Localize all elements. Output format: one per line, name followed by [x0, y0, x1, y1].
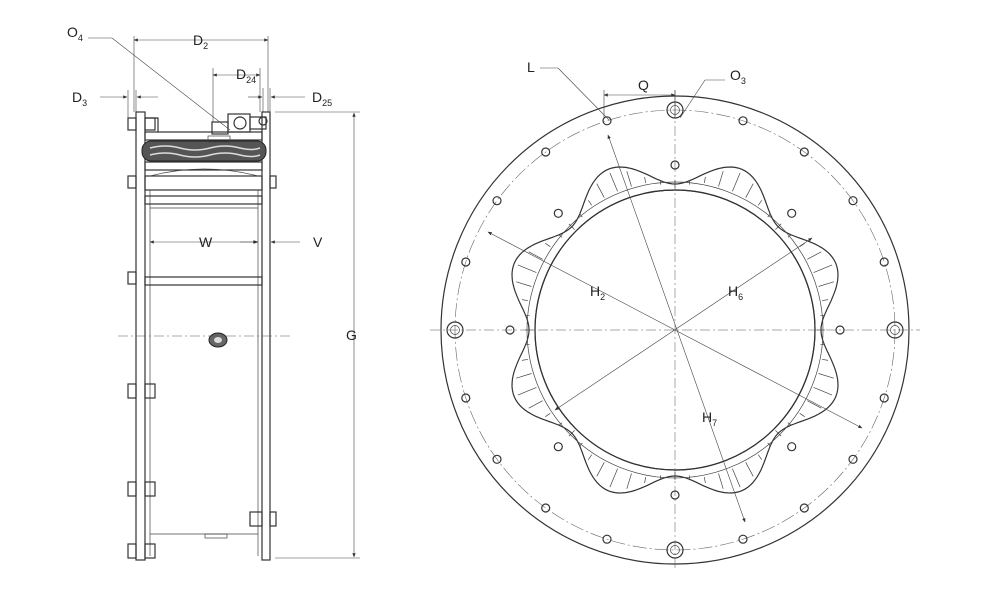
rib [528, 400, 543, 409]
inner-bolt-hole [553, 208, 563, 218]
rib [596, 462, 605, 477]
dimension-labels: O4 D2 D24 D3 D25 W V G L Q O3 H2 H6 H7 [67, 24, 746, 428]
inner-bolt-hole [787, 442, 797, 452]
rib [758, 454, 762, 460]
inner-bolt-hole [553, 442, 563, 452]
rib [745, 183, 754, 198]
inner-bolt-hole [787, 208, 797, 218]
rib [807, 251, 822, 260]
rib [775, 223, 782, 230]
rib [822, 299, 829, 302]
elastic-band [141, 140, 267, 162]
label-q: Q [638, 77, 649, 93]
rib [521, 358, 528, 361]
rib [822, 358, 829, 361]
label-w: W [199, 234, 213, 250]
rib [644, 176, 647, 183]
rib [767, 442, 771, 447]
rib [767, 213, 771, 218]
bolt-hole [879, 393, 889, 403]
bolt-hole [602, 116, 612, 126]
rib [609, 468, 618, 488]
side-view [88, 36, 360, 561]
rib [799, 413, 805, 417]
rib [609, 172, 618, 192]
bolt-hole [799, 147, 809, 157]
bolt-hole [461, 393, 471, 403]
label-l: L [527, 59, 535, 75]
bolt-hole [541, 147, 551, 157]
label-h7: H7 [702, 409, 717, 428]
rib [626, 473, 632, 489]
label-d3: D3 [72, 89, 87, 108]
rib [579, 442, 583, 447]
bolt-hole [848, 196, 858, 206]
label-v: V [313, 234, 323, 250]
label-d2: D2 [193, 32, 208, 51]
rib [568, 430, 575, 437]
rib [521, 299, 528, 302]
rib [807, 400, 822, 409]
rib [758, 200, 762, 206]
bolt-hole [541, 503, 551, 513]
rib [813, 387, 833, 396]
rib [528, 251, 543, 260]
rib [579, 213, 583, 218]
rib [517, 264, 537, 273]
rib [732, 172, 741, 192]
bolt-hole [738, 116, 748, 126]
rib [703, 477, 706, 484]
bolt-hole [492, 196, 502, 206]
label-h6: H6 [728, 283, 743, 302]
rib [745, 462, 754, 477]
rib [732, 468, 741, 488]
bolt-hole [738, 534, 748, 544]
label-o4: O4 [67, 24, 83, 43]
front-view [430, 67, 920, 570]
rib [644, 477, 647, 484]
rib [588, 454, 592, 460]
label-h2: H2 [590, 283, 605, 302]
rib [517, 387, 537, 396]
rib [588, 200, 592, 206]
bolt-hole [879, 257, 889, 267]
rib [516, 281, 532, 287]
rib [775, 430, 782, 437]
rib [703, 176, 706, 183]
rib [626, 171, 632, 187]
rib [568, 223, 575, 230]
rib [516, 373, 532, 379]
label-g: G [346, 327, 357, 343]
rib [545, 413, 551, 417]
label-d24: D24 [236, 66, 256, 85]
rib [596, 183, 605, 198]
bolt-hole [848, 454, 858, 464]
label-o3: O3 [730, 67, 746, 86]
rib [718, 473, 724, 489]
label-d25: D25 [312, 89, 332, 108]
rib [545, 243, 551, 247]
right-flange-bolts [249, 175, 277, 527]
rib [818, 373, 834, 379]
rib [799, 243, 805, 247]
rib [818, 281, 834, 287]
bolt-hole [492, 454, 502, 464]
bolt-hole [799, 503, 809, 513]
rib [718, 171, 724, 187]
left-flange-bolts [127, 117, 156, 559]
tension-screw [207, 113, 268, 143]
bolt-hole [461, 257, 471, 267]
rib [813, 264, 833, 273]
bolt-hole [602, 534, 612, 544]
